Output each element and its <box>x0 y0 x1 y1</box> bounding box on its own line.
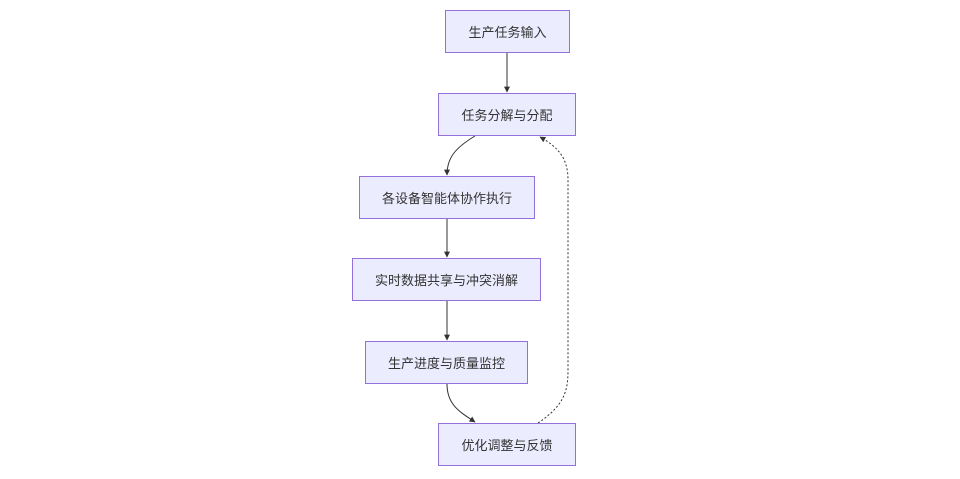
node-production-task-input[interactable]: 生产任务输入 <box>445 10 570 53</box>
node-label: 实时数据共享与冲突消解 <box>374 274 518 289</box>
node-label: 各设备智能体协作执行 <box>381 192 512 207</box>
node-optimization-feedback[interactable]: 优化调整与反馈 <box>438 423 576 466</box>
node-agent-collaborative-execution[interactable]: 各设备智能体协作执行 <box>359 176 535 219</box>
node-realtime-data-sharing-conflict-resolution[interactable]: 实时数据共享与冲突消解 <box>352 258 541 301</box>
node-label: 生产进度与质量监控 <box>387 357 505 372</box>
node-label: 生产任务输入 <box>468 26 547 41</box>
node-task-decomposition-allocation[interactable]: 任务分解与分配 <box>438 93 576 136</box>
edge-n6-n2 <box>537 136 569 424</box>
node-progress-quality-monitoring[interactable]: 生产进度与质量监控 <box>365 341 528 384</box>
node-label: 任务分解与分配 <box>461 109 553 124</box>
node-label: 优化调整与反馈 <box>461 439 553 454</box>
edge-n5-n6 <box>446 383 476 423</box>
edge-n2-n3 <box>444 135 476 176</box>
